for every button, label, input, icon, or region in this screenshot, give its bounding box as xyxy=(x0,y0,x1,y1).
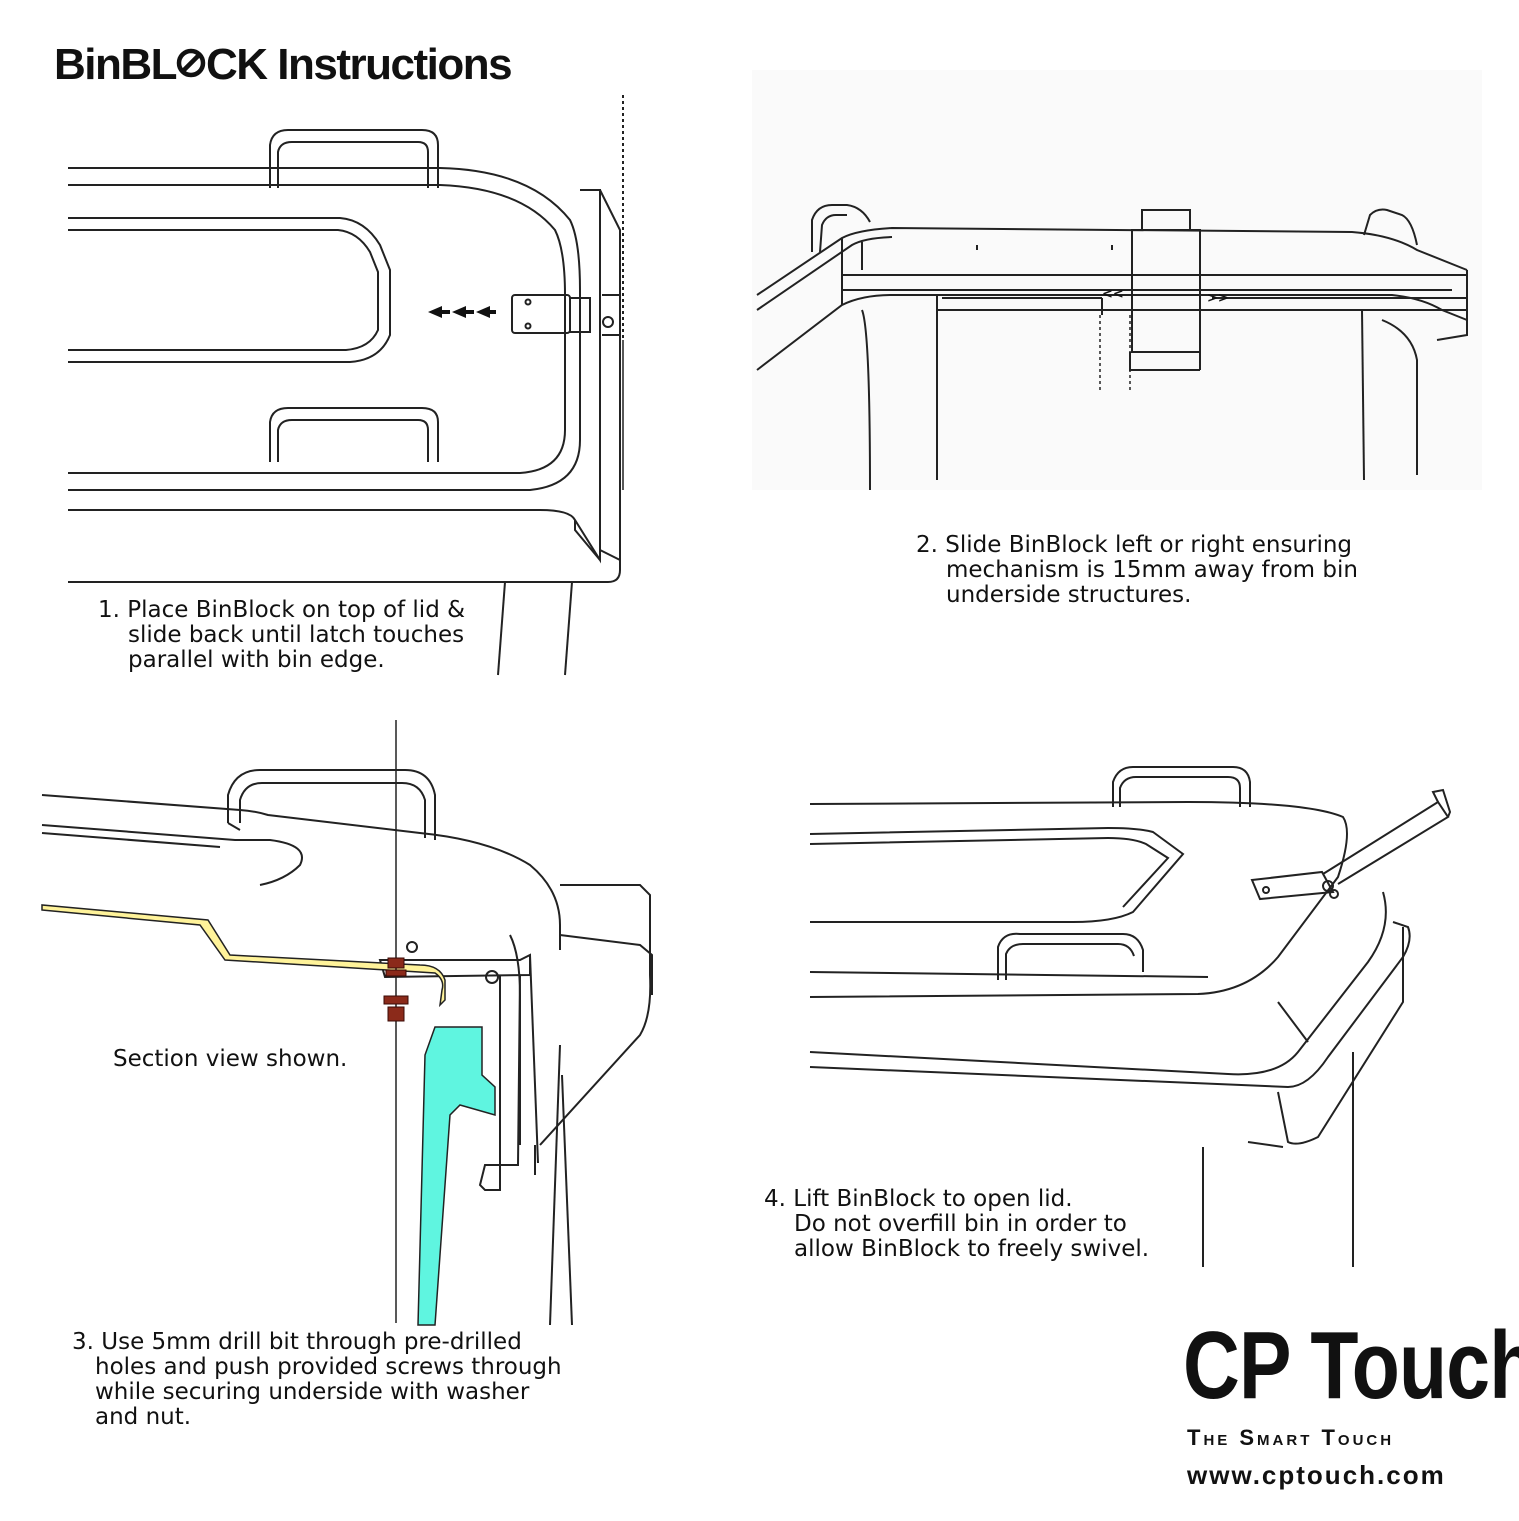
section-note: Section view shown. xyxy=(113,1047,347,1072)
brand-logo: CP Touch xyxy=(1183,1312,1519,1419)
step-4-line-1: 4. Lift BinBlock to open lid. xyxy=(764,1186,1073,1212)
brand-tagline: The Smart Touch xyxy=(1187,1425,1395,1450)
step-4-line-3: allow BinBlock to freely swivel. xyxy=(794,1236,1150,1262)
section-note-text: Section view shown. xyxy=(113,1046,348,1072)
arrow-left-icon xyxy=(428,306,496,318)
figure-2-side-view: << >> xyxy=(752,70,1482,490)
figure-3-section-view xyxy=(40,715,680,1325)
step-2-line-3: underside structures. xyxy=(946,582,1192,608)
step-4-line-2: Do not overfill bin in order to xyxy=(794,1211,1127,1237)
slide-right-arrow-label: >> xyxy=(1207,291,1229,306)
step-3-line-2: holes and push provided screws through xyxy=(95,1354,562,1380)
step-3-line-1: 3. Use 5mm drill bit through pre-drilled xyxy=(72,1329,522,1355)
step-2-text: 2. Slide BinBlock left or right ensuring… xyxy=(916,533,1358,608)
step-1-line-3: parallel with bin edge. xyxy=(128,647,385,673)
step-3-line-4: and nut. xyxy=(95,1404,192,1430)
brand-url: www.cptouch.com xyxy=(1187,1460,1446,1490)
step-1-line-2: slide back until latch touches xyxy=(128,622,465,648)
slide-left-arrow-label: << xyxy=(1102,287,1124,302)
title-suffix: CK Instructions xyxy=(206,40,513,89)
step-1-line-1: 1. Place BinBlock on top of lid & xyxy=(98,597,466,623)
step-3-line-3: while securing underside with washer xyxy=(95,1379,530,1405)
title-prefix: BinBL xyxy=(54,40,178,89)
step-1-text: 1. Place BinBlock on top of lid & slide … xyxy=(98,598,465,673)
step-4-text: 4. Lift BinBlock to open lid. Do not ove… xyxy=(764,1187,1149,1262)
figure-1-top-view xyxy=(60,90,640,680)
step-3-text: 3. Use 5mm drill bit through pre-drilled… xyxy=(72,1330,562,1430)
step-2-line-2: mechanism is 15mm away from bin xyxy=(946,557,1358,583)
figure-4-lift-view xyxy=(808,762,1468,1272)
page-title: BinBL CK Instructions xyxy=(54,40,513,90)
step-2-line-1: 2. Slide BinBlock left or right ensuring xyxy=(916,532,1353,558)
no-symbol-icon xyxy=(176,43,206,83)
